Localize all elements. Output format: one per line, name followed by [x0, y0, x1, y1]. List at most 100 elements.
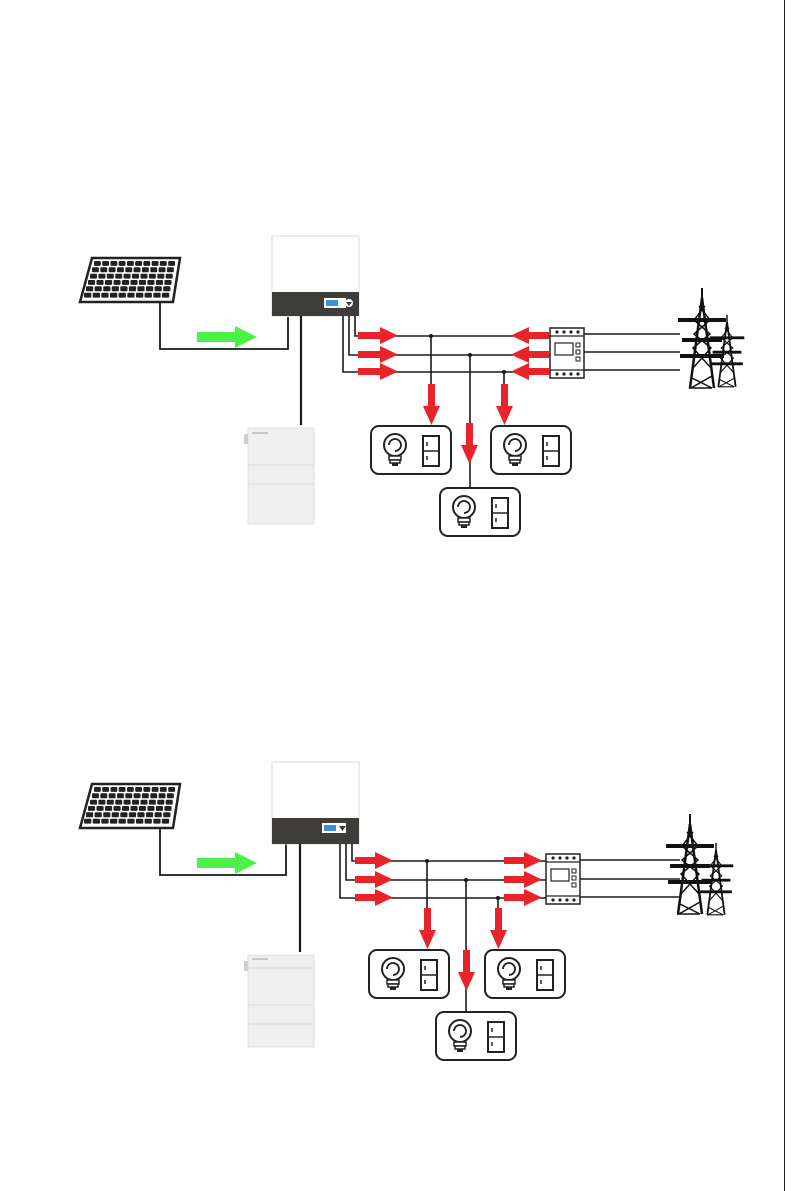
solar-cell — [168, 787, 175, 792]
solar-cell — [117, 267, 124, 272]
solar-cell — [114, 806, 121, 811]
load-icon — [369, 950, 449, 998]
solar-cell — [131, 806, 138, 811]
solar-cell — [127, 261, 134, 266]
solar-cell — [86, 812, 93, 817]
solar-cell — [135, 787, 142, 792]
solar-cell — [132, 800, 139, 805]
grid-import-arrows — [511, 327, 549, 380]
pv-flow-arrow — [197, 326, 257, 348]
solar-cell — [114, 280, 121, 285]
diagram-scenario-2 — [80, 762, 733, 1060]
solar-cell — [155, 286, 162, 291]
solar-cell — [155, 812, 162, 817]
solar-cell — [110, 293, 117, 298]
solar-cell — [92, 793, 99, 798]
power-grid-icon — [678, 288, 744, 388]
solar-cell — [122, 806, 129, 811]
solar-cell — [112, 286, 119, 291]
solar-cell — [93, 819, 100, 824]
solar-cell — [95, 286, 102, 291]
solar-cell — [134, 793, 141, 798]
solar-cell — [103, 286, 110, 291]
solar-cell — [142, 267, 149, 272]
load-icon — [485, 950, 565, 998]
solar-cell — [164, 280, 171, 285]
solar-cell — [125, 793, 132, 798]
solar-cell — [109, 267, 116, 272]
solar-cell — [132, 274, 139, 279]
download-arrow-icon — [345, 299, 353, 307]
solar-cell — [127, 787, 134, 792]
solar-cell — [136, 293, 143, 298]
solar-cell — [143, 787, 150, 792]
solar-cell — [98, 800, 105, 805]
solar-cell — [156, 280, 163, 285]
solar-cell — [166, 800, 173, 805]
power-grid-icon — [666, 814, 733, 915]
solar-cell — [84, 819, 91, 824]
solar-cell — [152, 787, 159, 792]
solar-cell — [112, 812, 119, 817]
solar-cell — [98, 274, 105, 279]
solar-cell — [110, 819, 117, 824]
solar-cell — [168, 261, 175, 266]
solar-cell — [141, 800, 148, 805]
solar-cell — [93, 293, 100, 298]
solar-cell — [152, 261, 159, 266]
solar-cell — [105, 806, 112, 811]
solar-cell — [111, 787, 118, 792]
diagram-scenario-1 — [80, 236, 744, 536]
solar-cell — [127, 293, 134, 298]
solar-cell — [137, 286, 144, 291]
solar-cell — [111, 261, 118, 266]
solar-cell — [143, 261, 150, 266]
solar-cell — [147, 280, 154, 285]
solar-cell — [94, 261, 101, 266]
smart-meter-icon — [546, 854, 580, 904]
solar-cell — [95, 812, 102, 817]
solar-cell — [162, 293, 169, 298]
solar-cell — [141, 274, 148, 279]
solar-cell — [101, 293, 108, 298]
solar-cell — [117, 793, 124, 798]
solar-cell — [160, 787, 167, 792]
solar-panel-icon — [80, 784, 180, 828]
solar-cell — [100, 793, 107, 798]
inverter-icon — [272, 236, 359, 316]
pv-flow-arrow — [197, 852, 257, 874]
solar-cell — [119, 787, 126, 792]
solar-cell — [131, 280, 138, 285]
solar-cell — [146, 286, 153, 291]
solar-cell — [163, 286, 170, 291]
load-icon — [371, 426, 451, 474]
solar-cell — [167, 793, 174, 798]
solar-cell — [102, 787, 109, 792]
solar-cell — [145, 293, 152, 298]
solar-cell — [142, 793, 149, 798]
solar-cell — [147, 806, 154, 811]
solar-cell — [119, 819, 126, 824]
battery-icon — [244, 955, 314, 1047]
load-icon — [436, 1012, 516, 1060]
solar-cell — [107, 274, 114, 279]
solar-cell — [84, 293, 91, 298]
solar-cell — [107, 800, 114, 805]
solar-cell — [157, 800, 164, 805]
solar-cell — [157, 274, 164, 279]
solar-cell — [150, 267, 157, 272]
solar-cell — [109, 793, 116, 798]
solar-cell — [97, 806, 104, 811]
solar-cell — [159, 267, 166, 272]
solar-cell — [135, 261, 142, 266]
solar-cell — [86, 286, 93, 291]
solar-cell — [103, 812, 110, 817]
solar-cell — [129, 812, 136, 817]
solar-cell — [120, 286, 127, 291]
solar-cell — [122, 280, 129, 285]
solar-cell — [119, 293, 126, 298]
inverter-output-arrows — [358, 327, 398, 380]
solar-cell — [146, 812, 153, 817]
solar-cell — [97, 280, 104, 285]
